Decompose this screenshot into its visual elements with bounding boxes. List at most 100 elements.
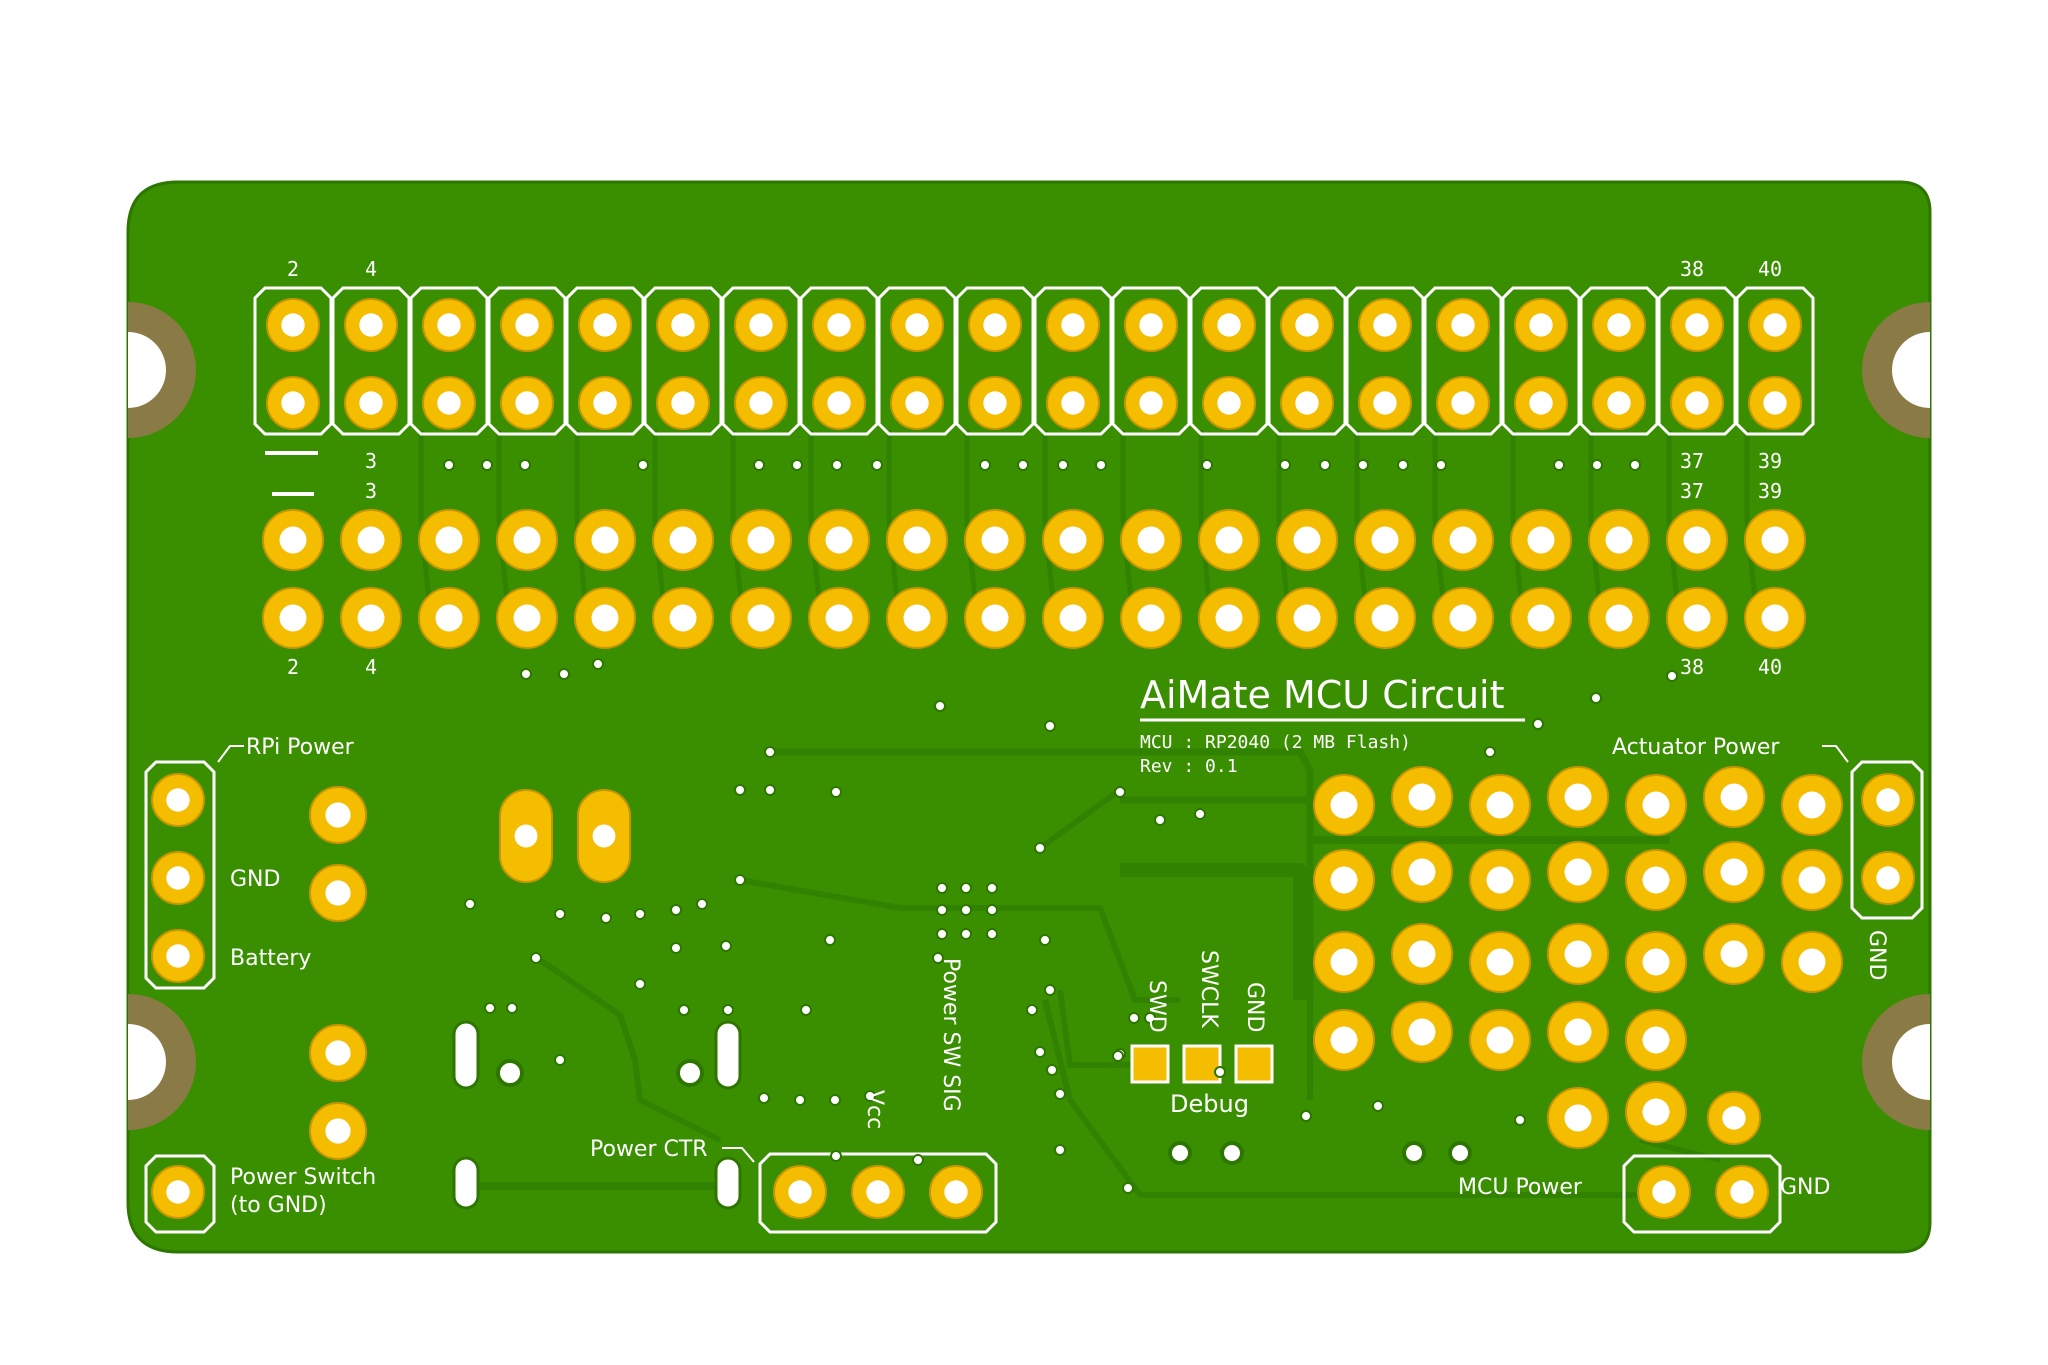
via — [1044, 720, 1056, 732]
power-switch-pad-hole — [166, 1180, 190, 1204]
via — [1057, 459, 1069, 471]
trace — [964, 430, 978, 601]
actuator-block-pad-hole — [1408, 940, 1436, 968]
pin-label-2-bottom: 2 — [287, 655, 299, 679]
header-bottom-pad-hole — [513, 604, 541, 632]
via — [1279, 459, 1291, 471]
via — [1357, 459, 1369, 471]
trace — [1198, 430, 1212, 601]
slotted-pad-hole — [514, 824, 538, 848]
actuator-block-pad-hole — [1564, 940, 1592, 968]
header-bottom-pad-hole — [1215, 526, 1243, 554]
header-bottom-pad-hole — [435, 526, 463, 554]
pin-label-40-bottom: 40 — [1758, 655, 1782, 679]
label-swclk: SWCLK — [1196, 950, 1221, 1028]
mcu-line: MCU : RP2040 (2 MB Flash) — [1140, 732, 1411, 753]
header-outline-col-14 — [1267, 286, 1347, 436]
pin-label-4-bottom: 4 — [365, 655, 377, 679]
header-bottom-pad-hole — [357, 604, 385, 632]
via — [791, 459, 803, 471]
via — [1435, 459, 1447, 471]
header-bottom-pad-hole — [825, 604, 853, 632]
switch-aux-pad-hole — [325, 1118, 351, 1144]
header-top-pad-hole — [359, 313, 383, 337]
actuator-block-pad-hole — [1642, 1098, 1670, 1126]
notch-right-cut-1 — [1892, 1024, 1930, 1100]
header-outline-col-16 — [1423, 286, 1503, 436]
via — [871, 459, 883, 471]
label-power-switch-gnd: (to GND) — [230, 1193, 327, 1218]
header-top-pad-hole — [437, 391, 461, 415]
via — [932, 952, 944, 964]
header-top-pad-hole — [905, 391, 929, 415]
header-top-pad-hole — [1763, 313, 1787, 337]
via — [1319, 459, 1331, 471]
header-top-pad-hole — [905, 313, 929, 337]
trace — [1432, 430, 1446, 601]
label-power-ctr: Power CTR — [590, 1137, 708, 1162]
via — [934, 700, 946, 712]
via — [1484, 746, 1496, 758]
debug-pad — [1234, 1044, 1274, 1084]
notch-left-cut-1 — [128, 1024, 166, 1100]
power-sw-sig-pad-hole — [944, 1180, 968, 1204]
trace — [1666, 430, 1680, 601]
via — [1046, 1064, 1058, 1076]
trace — [886, 430, 900, 601]
mounting-hole — [676, 1059, 704, 1087]
via — [519, 459, 531, 471]
header-bottom-pad-hole — [279, 604, 307, 632]
battery-aux-pad-hole — [325, 880, 351, 906]
mounting-slot — [452, 1156, 480, 1210]
label-power-switch: Power Switch — [230, 1165, 376, 1190]
via — [829, 1094, 841, 1106]
header-top-pad-hole — [281, 313, 305, 337]
slotted-pad-hole — [592, 824, 616, 848]
pin-label-40-top: 40 — [1758, 257, 1782, 281]
actuator-block-pad-hole — [1720, 940, 1748, 968]
header-top-pad-hole — [1061, 313, 1085, 337]
via — [1590, 692, 1602, 704]
header-outline-col-11 — [1033, 286, 1113, 436]
via — [1666, 670, 1678, 682]
actuator-block-pad-hole — [1408, 1018, 1436, 1046]
actuator-block-pad-hole — [1564, 1104, 1592, 1132]
via — [1144, 1012, 1156, 1024]
rpi-power-pad-hole — [166, 788, 190, 812]
actuator-block-pad-hole — [1330, 948, 1358, 976]
mcu-gnd-pad-hole — [1730, 1180, 1754, 1204]
via — [936, 928, 948, 940]
header-top-pad-hole — [983, 313, 1007, 337]
header-outline-col-13 — [1189, 286, 1269, 436]
via — [986, 882, 998, 894]
switch-aux-pad-hole — [325, 1040, 351, 1066]
header-top-pad-hole — [1529, 391, 1553, 415]
via — [824, 934, 836, 946]
actuator-block-pad-hole — [1798, 791, 1826, 819]
actuator-block-pad-hole — [1642, 948, 1670, 976]
notch-left-cut-0 — [128, 332, 166, 408]
trace — [1588, 430, 1602, 601]
header-bottom-pad-hole — [1293, 604, 1321, 632]
mcu-power-pad-hole — [1652, 1180, 1676, 1204]
label-debug: Debug — [1170, 1090, 1249, 1118]
via — [484, 1002, 496, 1014]
via — [1514, 1114, 1526, 1126]
pin-label-2-top: 2 — [287, 257, 299, 281]
header-top-pad-hole — [1607, 313, 1631, 337]
trace — [1120, 430, 1134, 601]
header-bottom-pad-hole — [279, 526, 307, 554]
header-outline-col-20 — [1735, 286, 1815, 436]
header-outline-col-19 — [1657, 286, 1737, 436]
via — [558, 668, 570, 680]
header-bottom-pad-hole — [981, 526, 1009, 554]
label-mcu-power: MCU Power — [1458, 1175, 1583, 1200]
header-top-pad-hole — [593, 391, 617, 415]
trace — [538, 957, 722, 1143]
test-hole — [1448, 1141, 1472, 1165]
header-bottom-pad-hole — [1293, 526, 1321, 554]
pin-label-37-a: 37 — [1680, 449, 1704, 473]
via — [1201, 459, 1213, 471]
header-top-pad-hole — [1763, 391, 1787, 415]
label-swd: SWD — [1144, 980, 1169, 1033]
